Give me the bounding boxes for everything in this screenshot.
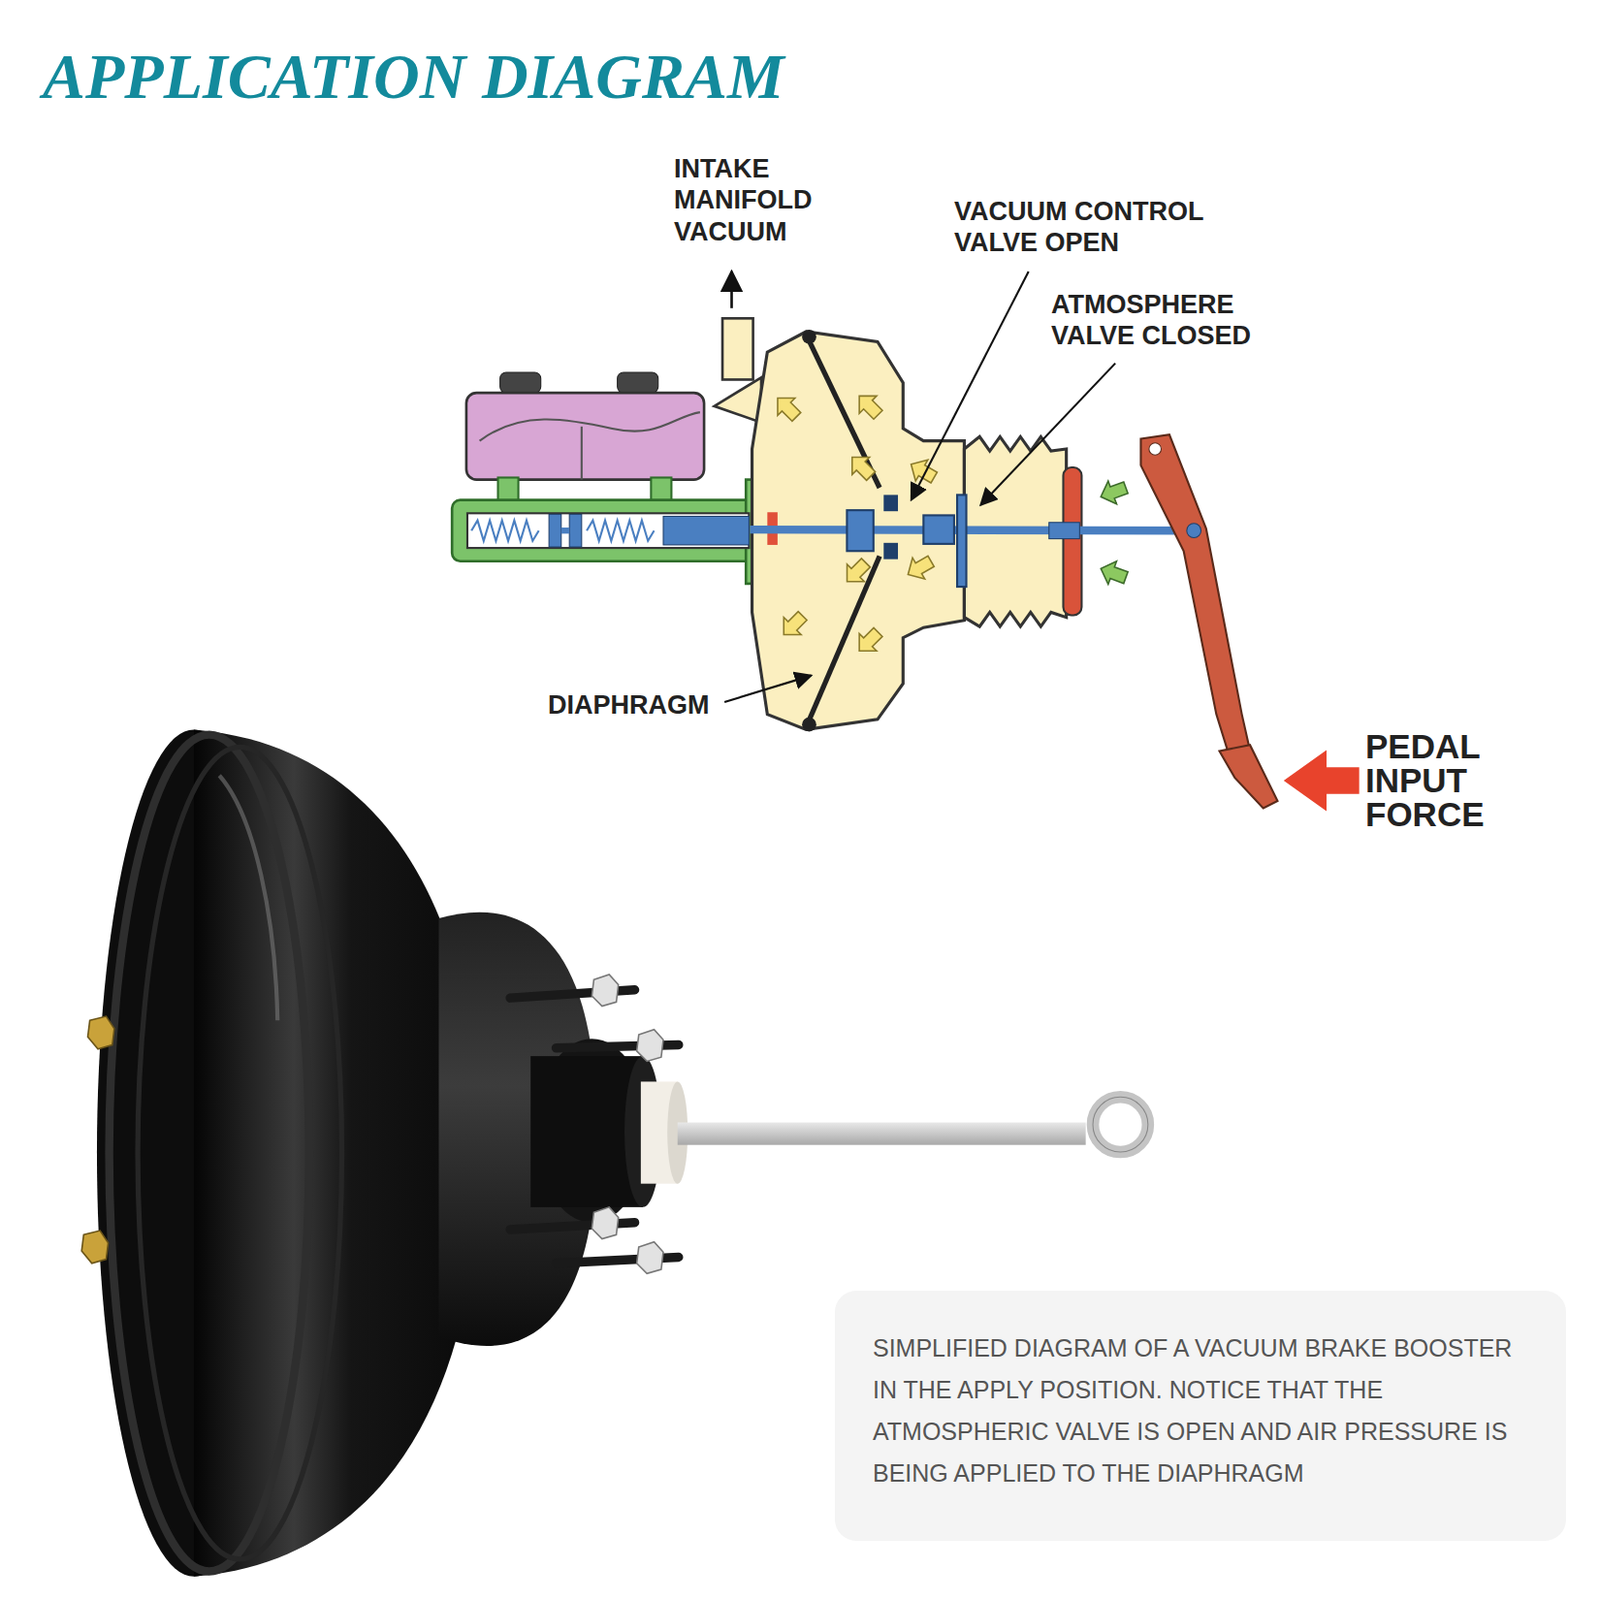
valve-label: VACUUM CONTROL VALVE OPEN: [954, 195, 1246, 259]
page-title: APPLICATION DIAGRAM: [42, 44, 785, 109]
port-label: INTAKE MANIFOLD VACUUM: [673, 153, 812, 248]
booster-cutaway: [451, 271, 1359, 812]
valve-label: ATMOSPHERE VALVE CLOSED: [1051, 288, 1306, 352]
caption-box: SIMPLIFIED DIAGRAM OF A VACUUM BRAKE BOO…: [834, 1290, 1567, 1541]
part-label: DIAPHRAGM: [547, 689, 710, 721]
caption-text: SIMPLIFIED DIAGRAM OF A VACUUM BRAKE BOO…: [872, 1327, 1532, 1495]
force-label: PEDAL INPUT FORCE: [1365, 729, 1485, 832]
